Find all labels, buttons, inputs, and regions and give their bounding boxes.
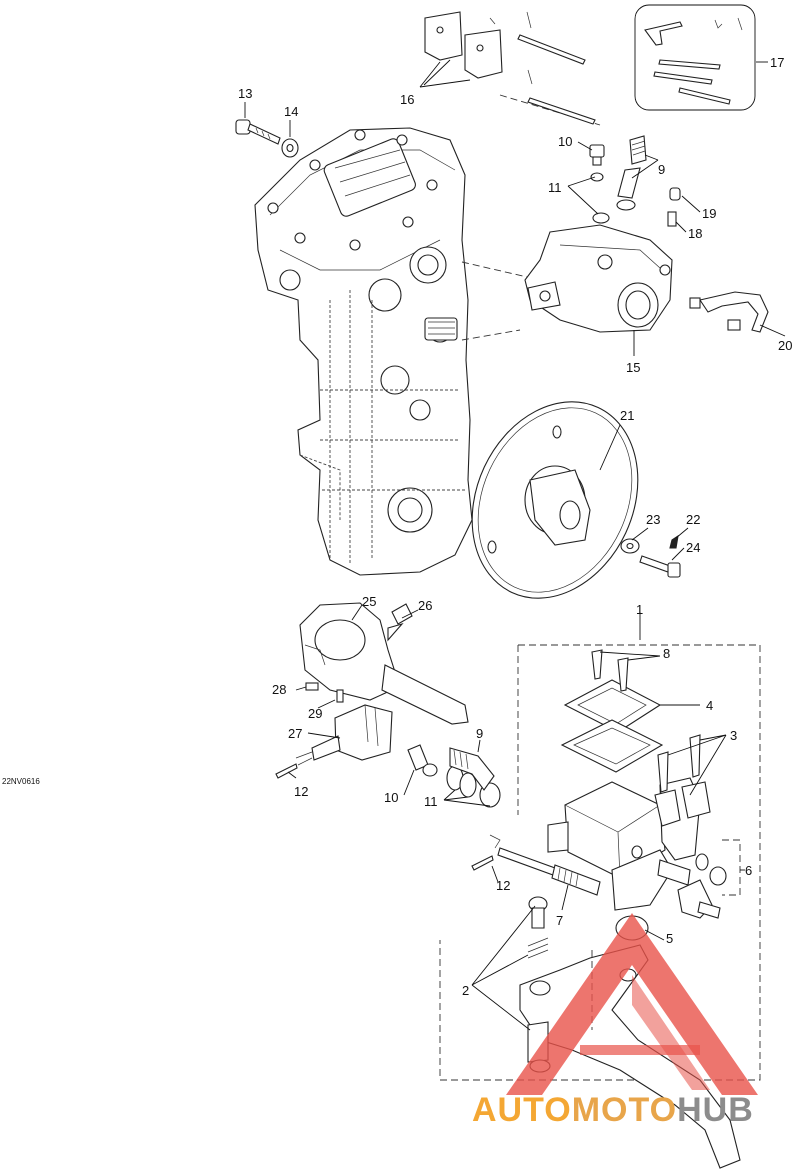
bracket-20	[689, 291, 769, 333]
callout-labels: 1 2 3 4 5 6 7 8 9 9 10 10 11 11 12 12 13…	[2, 55, 792, 998]
callout-10-upper: 10	[558, 134, 572, 149]
callout-23: 23	[646, 512, 660, 527]
master-cylinder-assembly-1	[439, 644, 761, 1169]
bracket-16	[424, 11, 601, 126]
cotter-pin-12	[275, 763, 501, 871]
callout-3: 3	[730, 728, 737, 743]
callout-22: 22	[686, 512, 700, 527]
callout-19: 19	[702, 206, 716, 221]
spring-29	[336, 689, 344, 703]
callout-13: 13	[238, 86, 252, 101]
screw-28	[305, 682, 319, 691]
callout-26: 26	[418, 598, 432, 613]
callout-7: 7	[556, 913, 563, 928]
bleeder-18	[667, 211, 677, 227]
gearbox-housing	[254, 127, 541, 576]
callout-25: 25	[362, 594, 376, 609]
callout-29: 29	[308, 706, 322, 721]
callout-16: 16	[400, 92, 414, 107]
brake-hose-9-lower	[449, 747, 495, 791]
callout-11-upper: 11	[548, 180, 562, 195]
thread-lock-22	[669, 534, 679, 549]
callout-15: 15	[626, 360, 640, 375]
callout-9-lower: 9	[476, 726, 483, 741]
callout-18: 18	[688, 226, 702, 241]
brake-hose-9-upper	[616, 135, 647, 211]
brake-switch-27	[295, 704, 393, 766]
washers-11-upper	[590, 172, 610, 224]
kit-17	[634, 4, 756, 111]
callout-9-upper: 9	[658, 162, 665, 177]
switch-housing-25	[299, 602, 469, 725]
adhesive-26	[387, 603, 413, 642]
cap-19	[669, 187, 681, 201]
banjo-bolt-10-lower	[407, 744, 438, 777]
washers-11-lower	[446, 765, 501, 808]
bolt-24	[639, 555, 681, 578]
callout-11-lower: 11	[424, 794, 438, 809]
callout-6: 6	[745, 863, 752, 878]
callout-10-lower: 10	[384, 790, 398, 805]
callout-24: 24	[686, 540, 700, 555]
drawing-code: 22NV0616	[2, 777, 40, 786]
callout-28: 28	[272, 682, 286, 697]
callout-20: 20	[778, 338, 792, 353]
callout-2: 2	[462, 983, 469, 998]
callout-14: 14	[284, 104, 298, 119]
bolt-13	[235, 119, 281, 145]
callout-4: 4	[706, 698, 713, 713]
callout-27: 27	[288, 726, 302, 741]
callout-17: 17	[770, 55, 784, 70]
callout-8: 8	[663, 646, 670, 661]
washer-23	[620, 538, 640, 554]
banjo-bolt-10-upper	[589, 144, 605, 166]
brake-caliper-15	[524, 224, 673, 333]
brake-disc-21	[471, 401, 639, 599]
leader-lines	[244, 59, 786, 1031]
callout-1: 1	[636, 602, 643, 617]
callout-12-left: 12	[294, 784, 308, 799]
washer-14	[281, 138, 299, 158]
callout-5: 5	[666, 931, 673, 946]
callout-12-right: 12	[496, 878, 510, 893]
callout-21: 21	[620, 408, 634, 423]
